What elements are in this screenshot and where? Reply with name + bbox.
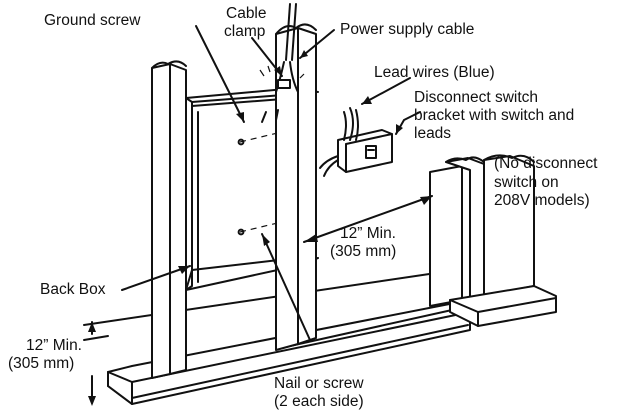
label-min-left-line2: (305 mm) [8,355,74,372]
label-disconnect-line1: Disconnect switch [414,89,538,106]
label-no-disconnect-line3: 208V models) [494,192,590,209]
label-ground-screw: Ground screw [44,12,141,29]
cable-clamp [277,79,291,89]
label-disconnect-line3: leads [414,125,451,142]
label-back-box: Back Box [40,281,106,298]
label-min-right-line1: 12” Min. [340,225,396,242]
label-nail-line1: Nail or screw [274,375,364,392]
disconnect-switch-bracket [319,107,393,177]
label-cable-clamp-line2: clamp [224,23,265,40]
power-supply-cable [259,3,305,123]
label-cable-clamp-line1: Cable [226,5,267,22]
label-min-left-line1: 12” Min. [26,337,82,354]
label-no-disconnect-line2: switch on [494,174,559,191]
label-power-supply-cable: Power supply cable [340,21,474,38]
label-min-right-line2: (305 mm) [330,243,396,260]
label-disconnect-line2: bracket with switch and [414,107,574,124]
label-lead-wires: Lead wires (Blue) [374,64,495,81]
left-stud [151,60,187,379]
leaders [88,25,433,406]
center-stud [275,23,317,351]
right-stub-stud [429,154,557,327]
label-nail-line2: (2 each side) [274,393,364,410]
label-no-disconnect-line1: (No disconnect [494,155,598,172]
lead-wires [343,107,359,141]
switch-toggle [365,145,377,159]
